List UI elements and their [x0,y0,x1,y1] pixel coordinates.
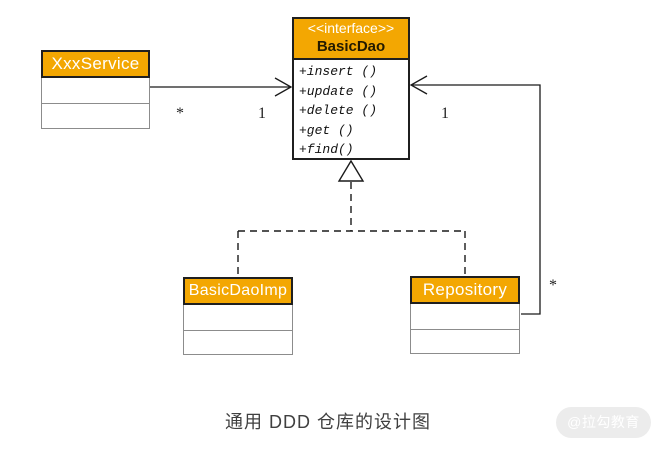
class-header-basic-dao-imp: BasicDaoImp [183,277,293,305]
method-insert: +insert () [299,64,378,79]
attributes-compartment-basic-dao-imp [183,305,293,331]
class-name-repository: Repository [422,280,508,299]
diagram-caption: 通用 DDD 仓库的设计图 [225,412,431,432]
operations-compartment-xxx-service [41,104,150,129]
class-header-repository: Repository [410,276,520,304]
class-header-xxx-service: XxxService [41,50,150,78]
class-box-basic-dao-imp: BasicDaoImp [183,277,293,355]
method-update: +update () [299,83,378,99]
method-find: +find() [299,142,354,157]
multiplicity-repository-side: * [549,277,557,294]
interface-header-basic-dao: <<interface>> BasicDao [292,17,410,60]
attributes-compartment-xxx-service [41,78,150,104]
association-service-to-dao-arrowhead [274,77,293,97]
operations-compartment-basic-dao: +insert () +update () +delete () +get ()… [292,60,410,160]
class-box-xxx-service: XxxService [41,50,150,129]
multiplicity-dao-left-side: 1 [258,105,266,122]
class-name-xxx-service: XxxService [51,54,140,73]
multiplicity-service-side: * [176,105,184,122]
realization-triangle-arrowhead [337,159,365,182]
interface-box-basic-dao: <<interface>> BasicDao +insert () +updat… [292,17,410,160]
realization-dashed-lines [237,182,466,276]
interface-stereotype-label: <<interface>> [307,20,395,37]
multiplicity-dao-right-side: 1 [441,105,449,122]
watermark-badge: @拉勾教育 [556,407,651,438]
operations-compartment-repository [410,330,520,354]
attributes-compartment-repository [410,304,520,330]
association-repository-to-dao-line [412,84,541,315]
class-name-basic-dao-imp: BasicDaoImp [188,282,288,299]
method-delete: +delete () [299,103,378,118]
class-box-repository: Repository [410,276,520,354]
method-get: +get () [299,122,354,138]
operations-compartment-basic-dao-imp [183,331,293,355]
interface-name-basic-dao: BasicDao [316,37,386,55]
association-repository-to-dao-arrowhead [409,75,428,95]
